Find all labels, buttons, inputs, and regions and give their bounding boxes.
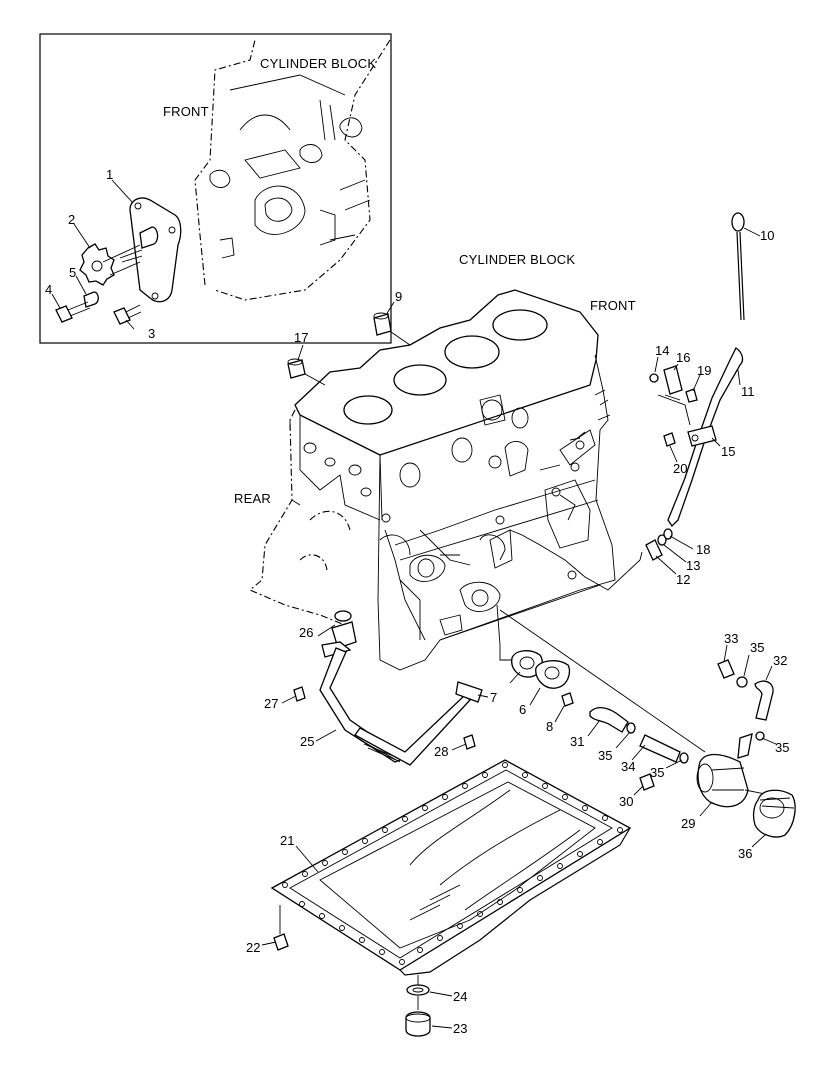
captions: CYLINDER BLOCK FRONT CYLINDER BLOCK FRON…	[163, 56, 636, 506]
cylinder-block	[248, 289, 616, 671]
oil-cooler	[697, 753, 749, 808]
callout-18: 18	[696, 542, 710, 557]
callout-34: 34	[621, 759, 635, 774]
callout-27: 27	[264, 696, 278, 711]
dipstick-handle	[731, 212, 745, 232]
callout-19: 19	[697, 363, 711, 378]
callout-9: 9	[395, 289, 402, 304]
callout-35-a: 35	[750, 640, 764, 655]
cylinder-bore-4	[492, 309, 548, 341]
callout-33: 33	[724, 631, 738, 646]
callout-25: 25	[300, 734, 314, 749]
callout-12: 12	[676, 572, 690, 587]
callout-7: 7	[490, 690, 497, 705]
callout-29: 29	[681, 816, 695, 831]
cylinder-bore-2	[393, 364, 447, 396]
callout-3: 3	[148, 326, 155, 341]
callout-31: 31	[570, 734, 584, 749]
callout-15: 15	[721, 444, 735, 459]
dipstick-assembly	[509, 212, 761, 591]
oil-cooler-hoses	[587, 644, 777, 796]
inset-oil-pump-detail	[39, 33, 392, 344]
oil-pump-gear	[79, 243, 115, 286]
inset-cylinder-block-caption: CYLINDER BLOCK	[260, 56, 376, 71]
oil-pan	[261, 759, 632, 1037]
callout-5: 5	[69, 265, 76, 280]
callout-26: 26	[299, 625, 313, 640]
callout-11: 11	[741, 384, 755, 399]
cylinder-bore-1	[343, 395, 393, 425]
inset-front-caption: FRONT	[163, 104, 209, 119]
oil-filter	[752, 789, 796, 838]
callout-35-c: 35	[650, 765, 664, 780]
callout-2: 2	[68, 212, 75, 227]
callout-35-b: 35	[598, 748, 612, 763]
callout-36: 36	[738, 846, 752, 861]
main-front-caption: FRONT	[590, 298, 636, 313]
callout-14: 14	[655, 343, 669, 358]
callout-13: 13	[686, 558, 700, 573]
main-rear-caption: REAR	[234, 491, 271, 506]
gaskets	[496, 604, 574, 723]
callout-labels: 1 2 3 4 5 6 7 8 9 10 11 12 13 14 15 16 1…	[45, 167, 789, 1036]
callout-10: 10	[760, 228, 774, 243]
callout-24: 24	[453, 989, 467, 1004]
callout-21: 21	[280, 833, 294, 848]
callout-20: 20	[673, 461, 687, 476]
oil-strainer	[281, 610, 489, 766]
cylinder-bore-3	[444, 335, 500, 369]
callout-35-d: 35	[775, 740, 789, 755]
callout-8: 8	[546, 719, 553, 734]
callout-6: 6	[519, 702, 526, 717]
main-cylinder-block-caption: CYLINDER BLOCK	[459, 252, 575, 267]
oil-pump-housing	[129, 197, 182, 303]
callout-1: 1	[106, 167, 113, 182]
callout-16: 16	[676, 350, 690, 365]
callout-30: 30	[619, 794, 633, 809]
inset-frame	[39, 33, 392, 344]
callout-32: 32	[773, 653, 787, 668]
plugs	[287, 301, 411, 386]
callout-22: 22	[246, 940, 260, 955]
callout-17: 17	[294, 330, 308, 345]
callout-28: 28	[434, 744, 448, 759]
callout-23: 23	[453, 1021, 467, 1036]
callout-4: 4	[45, 282, 52, 297]
oil-cooler-and-filter	[499, 609, 796, 848]
